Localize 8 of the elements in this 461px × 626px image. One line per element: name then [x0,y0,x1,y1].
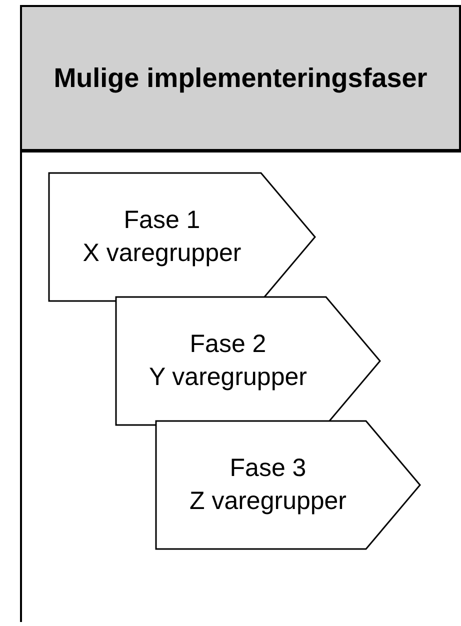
column-heading: Mulige implementeringsfaser [54,62,428,95]
phase-label: Fase 1 [124,205,200,236]
phase-label: Fase 3 [230,453,306,484]
phase-label: X varegrupper [82,238,242,269]
phase-label: Z varegrupper [189,486,347,517]
phase-label: Fase 2 [190,329,266,360]
phase-label: Y varegrupper [149,362,307,393]
header-band [20,5,461,151]
